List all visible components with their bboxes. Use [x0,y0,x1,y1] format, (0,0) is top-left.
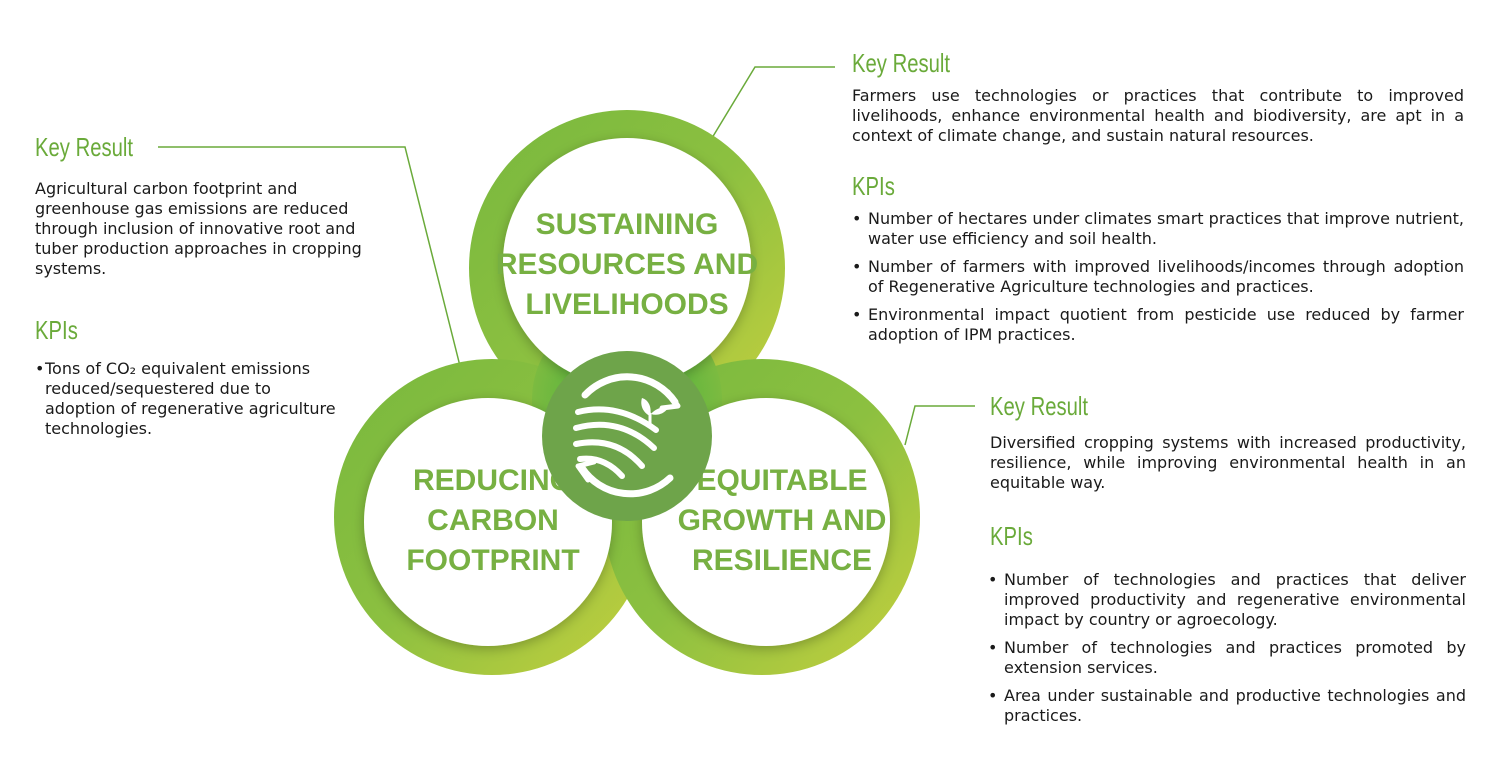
top-right-kpi-list: Number of hectares under climates smart … [850,209,1464,353]
regenerative-agriculture-cycle-icon [542,351,712,521]
inner-disc-top [503,138,751,386]
right-circle-line-3: RESILIENCE [692,544,872,577]
left-key-result-text: Agricultural carbon footprint and greenh… [35,179,362,278]
connector-line-left [158,146,461,367]
left-kpi-list: Tons of CO₂ equivalent emissions reduced… [35,359,345,447]
top-circle-line-1: SUSTAINING [536,208,719,241]
left-kpi-item: Tons of CO₂ equivalent emissions reduced… [35,359,345,439]
left-circle-line-2: CARBON [427,504,559,537]
bottom-right-kpis-heading: KPIs [990,521,1033,551]
top-right-kpi-item: Environmental impact quotient from pesti… [850,305,1464,345]
bottom-right-kpi-item: Number of technologies and practices pro… [986,638,1466,678]
circle-label-right: EQUITABLE GROWTH AND RESILIENCE [678,464,887,577]
top-circle-line-3: LIVELIHOODS [525,288,728,321]
circle-label-left: REDUCING CARBON FOOTPRINT [406,464,579,577]
top-right-kpis-heading: KPIs [852,171,895,201]
left-circle-line-3: FOOTPRINT [406,544,579,577]
bottom-right-kpi-item: Number of technologies and practices tha… [986,570,1466,630]
bottom-right-kpi-list: Number of technologies and practices tha… [986,570,1466,734]
bottom-right-kpi-item: Area under sustainable and productive te… [986,686,1466,726]
circle-label-top: SUSTAINING RESOURCES AND LIVELIHOODS [496,208,758,321]
left-circle-line-1: REDUCING [413,464,573,497]
top-right-key-result-text: Farmers use technologies or practices th… [852,86,1464,145]
bottom-right-key-result-text: Diversified cropping systems with increa… [990,433,1466,492]
top-right-kpi-item: Number of hectares under climates smart … [850,209,1464,249]
top-right-key-result-heading: Key Result [852,48,951,78]
left-key-result-heading: Key Result [35,132,134,162]
left-kpis-heading: KPIs [35,315,78,345]
top-right-kpi-item: Number of farmers with improved liveliho… [850,257,1464,297]
connector-line-top [711,66,835,139]
connector-line-bottom [904,405,975,446]
connector-lines [158,66,975,446]
top-circle-line-2: RESOURCES AND [496,248,758,281]
right-circle-line-1: EQUITABLE [696,464,867,497]
right-circle-line-2: GROWTH AND [678,504,887,537]
bottom-right-key-result-heading: Key Result [990,391,1089,421]
